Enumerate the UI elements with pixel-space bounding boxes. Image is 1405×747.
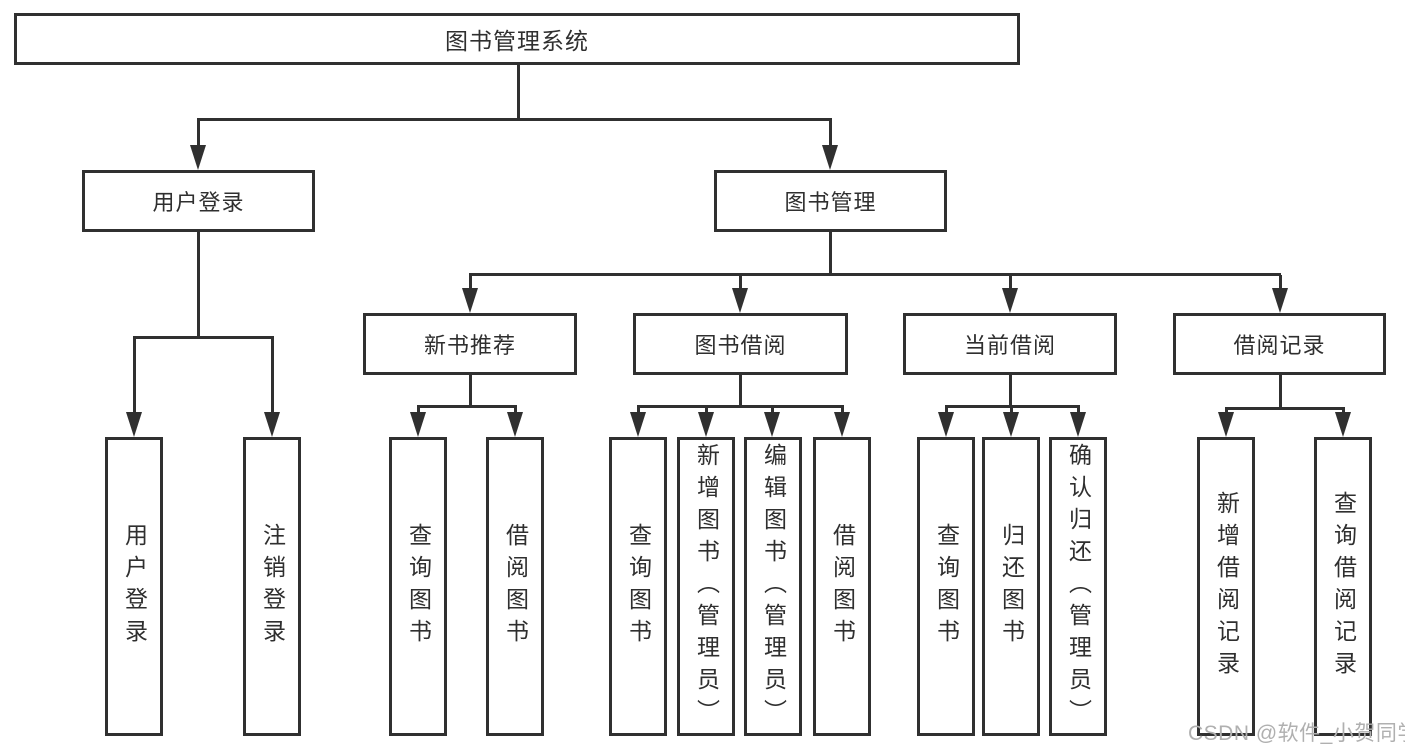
arrowhead-down — [764, 412, 780, 437]
connector-stub — [133, 338, 136, 413]
node-label: 新书推荐 — [423, 333, 516, 358]
leaf-query-books-current: 查询图书 — [917, 437, 975, 736]
leaf-label: 查询图书 — [933, 522, 960, 651]
connector-bookmgmt-drop — [829, 232, 832, 275]
arrowhead-down — [264, 412, 280, 437]
node-label: 借阅记录 — [1233, 333, 1326, 358]
leaf-edit-book-admin: 编辑图书（管理员） — [744, 437, 802, 736]
connector-stub — [1279, 275, 1282, 290]
connector-stub — [841, 407, 844, 414]
connector-drop — [469, 375, 472, 407]
leaf-label: 用户登录 — [121, 522, 148, 651]
node-book-borrowing: 图书借阅 — [633, 313, 848, 375]
arrowhead-down — [732, 288, 748, 313]
arrowhead-down — [834, 412, 850, 437]
connector-stub — [514, 407, 517, 414]
arrowhead-down — [630, 412, 646, 437]
connector-stub — [1010, 407, 1013, 414]
connector-stub — [829, 120, 832, 146]
connector-drop — [739, 375, 742, 407]
connector-stub — [1342, 409, 1345, 414]
leaf-label: 查询图书 — [625, 522, 652, 651]
arrowhead-down — [126, 412, 142, 437]
arrowhead-down — [822, 145, 838, 170]
arrowhead-down — [462, 288, 478, 313]
leaf-label: 新增图书（管理员） — [693, 442, 720, 731]
leaf-label: 查询图书 — [405, 522, 432, 651]
connector-stub — [1225, 409, 1228, 414]
leaf-return-book: 归还图书 — [982, 437, 1040, 736]
connector-leaf-split — [1225, 407, 1345, 410]
leaf-confirm-return-admin: 确认归还（管理员） — [1049, 437, 1107, 736]
connector-stub — [469, 275, 472, 290]
connector-stub — [271, 338, 274, 413]
leaf-label: 查询借阅记录 — [1330, 490, 1357, 683]
leaf-user-login: 用户登录 — [105, 437, 163, 736]
leaf-label: 注销登录 — [259, 522, 286, 651]
connector-stub — [945, 407, 948, 414]
node-label: 当前借阅 — [963, 333, 1056, 358]
arrowhead-down — [1003, 412, 1019, 437]
node-book-management: 图书管理 — [714, 170, 947, 232]
node-label: 图书管理 — [784, 190, 877, 215]
arrowhead-down — [190, 145, 206, 170]
arrowhead-down — [938, 412, 954, 437]
arrowhead-down — [507, 412, 523, 437]
connector-leaf-split — [637, 405, 844, 408]
connector-leaf-split — [417, 405, 517, 408]
node-new-book-recommend: 新书推荐 — [363, 313, 577, 375]
connector-drop — [1279, 375, 1282, 409]
leaf-label: 编辑图书（管理员） — [760, 442, 787, 731]
leaf-query-borrow-record: 查询借阅记录 — [1314, 437, 1372, 736]
node-label: 图书管理系统 — [445, 28, 589, 54]
arrowhead-down — [1335, 412, 1351, 437]
node-label: 图书借阅 — [694, 333, 787, 358]
node-library-management-system: 图书管理系统 — [14, 13, 1020, 65]
leaf-query-books-recommend: 查询图书 — [389, 437, 447, 736]
arrowhead-down — [1218, 412, 1234, 437]
connector-stub — [197, 120, 200, 146]
node-borrowing-records: 借阅记录 — [1173, 313, 1386, 375]
connector-stub — [739, 275, 742, 290]
connector-level2-split — [197, 118, 832, 121]
leaf-borrow-books-recommend: 借阅图书 — [486, 437, 544, 736]
arrowhead-down — [1272, 288, 1288, 313]
connector-userlogin-split — [133, 336, 274, 339]
leaf-query-books-borrowing: 查询图书 — [609, 437, 667, 736]
leaf-label: 借阅图书 — [829, 522, 856, 651]
leaf-label: 确认归还（管理员） — [1065, 442, 1092, 731]
arrowhead-down — [698, 412, 714, 437]
leaf-add-book-admin: 新增图书（管理员） — [677, 437, 735, 736]
connector-root-drop — [517, 65, 520, 120]
connector-stub — [771, 407, 774, 414]
connector-stub — [705, 407, 708, 414]
leaf-label: 新增借阅记录 — [1213, 490, 1240, 683]
arrowhead-down — [1002, 288, 1018, 313]
node-label: 用户登录 — [152, 190, 245, 215]
leaf-logout: 注销登录 — [243, 437, 301, 736]
leaf-borrow-books-borrowing: 借阅图书 — [813, 437, 871, 736]
arrowhead-down — [1070, 412, 1086, 437]
leaf-add-borrow-record: 新增借阅记录 — [1197, 437, 1255, 736]
arrowhead-down — [410, 412, 426, 437]
connector-stub — [637, 407, 640, 414]
connector-level3-split — [469, 273, 1281, 276]
connector-leaf-split — [945, 405, 1080, 408]
connector-userlogin-drop — [197, 232, 200, 338]
node-user-login: 用户登录 — [82, 170, 315, 232]
connector-drop — [1009, 375, 1012, 407]
leaf-label: 归还图书 — [998, 522, 1025, 651]
watermark-text: CSDN @软件_小贺同学 — [1188, 722, 1405, 745]
node-current-borrowing: 当前借阅 — [903, 313, 1117, 375]
connector-stub — [1009, 275, 1012, 290]
connector-stub — [1077, 407, 1080, 414]
leaf-label: 借阅图书 — [502, 522, 529, 651]
connector-stub — [417, 407, 420, 414]
